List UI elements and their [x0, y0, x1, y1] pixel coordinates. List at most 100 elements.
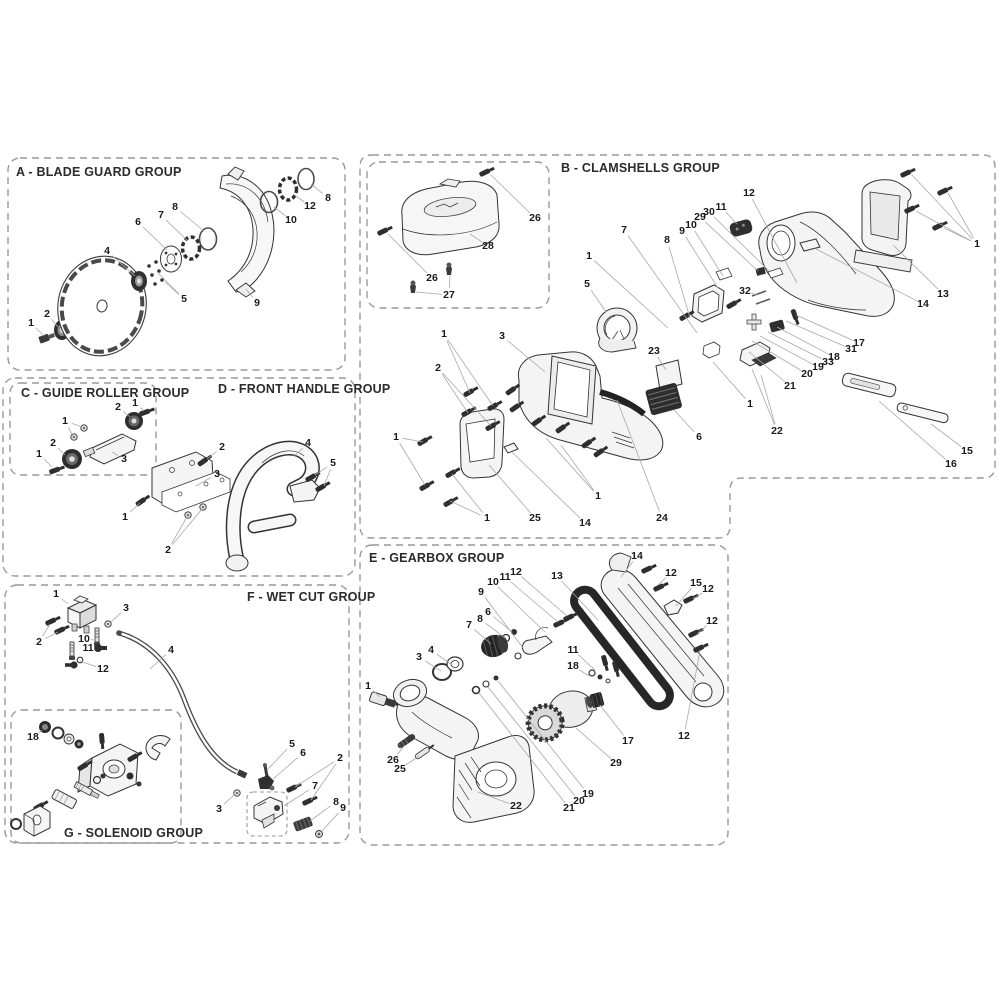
group-f-title: F - WET CUT GROUP — [247, 590, 375, 604]
leader-line — [575, 727, 611, 759]
part-label: 12 — [702, 583, 714, 595]
group-b-title: B - CLAMSHELLS GROUP — [561, 161, 720, 175]
part-label: 24 — [656, 512, 668, 524]
part-label: 12 — [706, 615, 718, 627]
part-label: 1 — [365, 680, 371, 692]
leader-line — [314, 466, 328, 476]
leader-line — [478, 692, 566, 803]
leader-line — [675, 588, 692, 607]
spacer — [493, 675, 499, 681]
part-label: 25 — [394, 763, 406, 775]
leader-line — [510, 581, 559, 623]
leader-line — [815, 248, 917, 302]
part-label: 2 — [36, 636, 42, 648]
o-ring — [51, 726, 65, 740]
leader-line — [451, 473, 483, 513]
part-label: 20 — [801, 368, 813, 380]
part-label: 5 — [289, 738, 295, 750]
leader-line — [767, 331, 822, 360]
guard-lever-plate — [841, 372, 897, 398]
leader-line — [111, 451, 119, 456]
leader-line — [521, 576, 568, 617]
part-label: 12 — [678, 730, 690, 742]
switch-button — [729, 219, 753, 237]
left-shell-cover — [459, 408, 505, 479]
gearbox-cover — [452, 734, 535, 823]
group-b-inner-box — [366, 161, 550, 309]
blade-guard — [219, 166, 275, 298]
cover-clip — [446, 262, 452, 275]
part-label: 9 — [254, 297, 260, 309]
leader-line — [751, 340, 802, 371]
leader-line — [759, 335, 812, 365]
elbow-fitting — [94, 644, 107, 652]
leader-line — [713, 216, 770, 272]
leader-line — [469, 233, 483, 243]
leader-line — [620, 561, 634, 578]
leader-line — [497, 680, 584, 789]
part-label: 10 — [685, 219, 697, 231]
group-c-parts — [48, 406, 156, 475]
leader-line — [493, 616, 513, 633]
bearing — [432, 663, 452, 681]
part-label: 17 — [853, 337, 865, 349]
leader-line — [372, 690, 381, 698]
part-label: 5 — [181, 293, 187, 305]
leader-line — [684, 650, 701, 730]
plunger — [73, 781, 100, 799]
group-borders — [2, 154, 996, 846]
gearbox-arm — [392, 678, 479, 760]
drive-belt — [570, 585, 674, 711]
leader-line — [51, 319, 59, 328]
part-label: 20 — [573, 795, 585, 807]
leader-line — [616, 399, 660, 512]
leader-line — [273, 206, 286, 217]
leader-line — [776, 326, 828, 355]
magnet-disc — [74, 739, 84, 749]
water-valve-block — [66, 595, 98, 634]
group-g-parts — [10, 721, 171, 837]
leader-line — [878, 400, 946, 460]
part-label: 1 — [484, 512, 490, 524]
leader-line — [441, 373, 469, 414]
leader-line — [447, 339, 494, 407]
elbow-fitting — [65, 661, 78, 669]
leader-line — [387, 233, 428, 274]
trigger-assembly — [702, 341, 777, 367]
part-label: 18 — [567, 660, 579, 672]
group-c-title: C - GUIDE ROLLER GROUP — [21, 386, 189, 400]
leader-line — [271, 757, 298, 781]
part-label: 1 — [393, 431, 399, 443]
part-label: 8 — [664, 234, 670, 246]
leader-line — [577, 654, 596, 671]
leader-line — [79, 660, 97, 668]
leader-line — [123, 411, 131, 418]
cover-clip — [410, 280, 416, 293]
part-label: 25 — [529, 512, 541, 524]
group-d-title: D - FRONT HANDLE GROUP — [218, 382, 390, 396]
battery-door — [853, 179, 913, 273]
part-label: 19 — [812, 361, 824, 373]
leader-line — [490, 174, 531, 214]
part-label: 31 — [845, 343, 857, 355]
group-f-parts — [44, 595, 323, 838]
part-label: 2 — [435, 362, 441, 374]
part-label: 9 — [478, 586, 484, 598]
hose-coupler — [293, 816, 313, 832]
part-label: 14 — [579, 517, 591, 529]
leader-line — [449, 500, 481, 516]
part-label: 8 — [477, 613, 483, 625]
front-handle — [225, 440, 321, 572]
group-c-box — [9, 382, 157, 476]
part-label: 8 — [172, 201, 178, 213]
leader-line — [442, 372, 492, 427]
bearing-ring — [180, 235, 202, 261]
leader-line — [751, 368, 775, 425]
leader-line — [292, 193, 305, 203]
leader-line — [245, 288, 254, 298]
part-label: 29 — [694, 211, 706, 223]
part-label: 12 — [97, 663, 109, 675]
leader-line — [673, 409, 695, 433]
part-label: 9 — [340, 802, 346, 814]
